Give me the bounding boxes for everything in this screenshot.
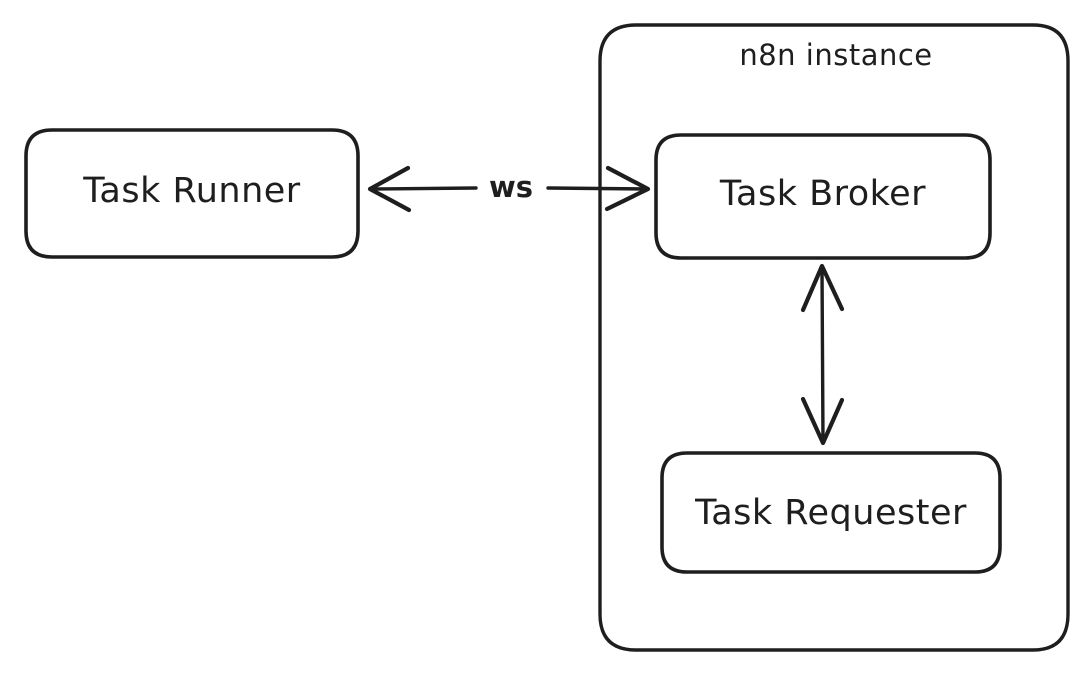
edge-broker-requester-line [820,266,825,443]
node-task-broker[interactable]: Task Broker [654,133,992,260]
edge-broker-requester[interactable] [800,263,845,446]
edge-runner-broker-label: ws [489,170,533,204]
node-task-runner-label: Task Runner [82,171,300,211]
edge-runner-broker-label-backdrop [480,170,544,208]
edge-broker-requester-arrowhead-bottom [800,396,845,446]
edge-runner-broker-line-right [546,186,650,191]
node-task-requester[interactable]: Task Requester [660,451,1002,574]
node-task-requester-label: Task Requester [694,493,967,533]
node-task-runner-shape [24,128,360,259]
group-n8n-instance-label: n8n instance [739,38,932,72]
node-task-runner[interactable]: Task Runner [24,128,360,259]
edge-runner-broker-arrowhead-left [367,165,412,213]
node-task-broker-label: Task Broker [719,174,926,214]
node-task-broker-shape [654,133,992,260]
edge-runner-broker-line-left [372,186,478,191]
edge-runner-broker[interactable]: ws [367,165,651,213]
edge-runner-broker-arrowhead-right [604,165,651,212]
edge-broker-requester-arrowhead-top [800,263,845,313]
node-task-requester-shape [660,451,1002,574]
